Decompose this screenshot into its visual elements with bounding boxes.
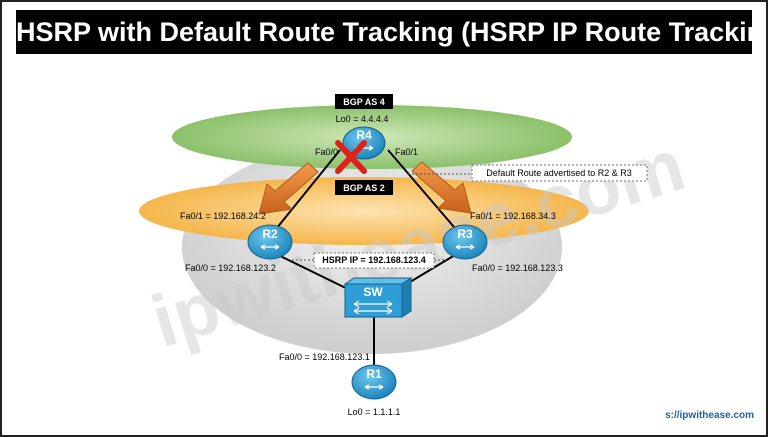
- r2-fa00: Fa0/0 = 192.168.123.2: [185, 263, 276, 273]
- link-r4-r3: [387, 149, 461, 235]
- route-arrow-right: [411, 161, 472, 214]
- link-r2-sw: [271, 251, 359, 295]
- router-r3[interactable]: R3: [442, 224, 488, 260]
- r4-right-interface: Fa0/1: [395, 147, 418, 157]
- bgp-as2-tag: [335, 180, 393, 195]
- r1-loopback: Lo0 = 1.1.1.1: [348, 407, 401, 417]
- switch-name: SW: [363, 285, 383, 299]
- router-arrows-icon: [455, 244, 475, 250]
- default-route-box: [471, 164, 648, 182]
- router-r1[interactable]: R1: [351, 364, 397, 400]
- switch-sw[interactable]: SW: [343, 277, 413, 318]
- link-failure-x-icon: [335, 140, 367, 174]
- route-arrow-left: [258, 162, 319, 215]
- router-arrows-icon: [364, 384, 384, 390]
- switch-arrows-icon: [353, 300, 393, 315]
- router-r2[interactable]: R2: [247, 224, 293, 260]
- router-r1-name: R1: [366, 367, 382, 381]
- hsrp-ip-box: [313, 252, 435, 269]
- router-r4-name: R4: [356, 128, 372, 142]
- router-r2-name: R2: [262, 227, 278, 241]
- r3-fa00: Fa0/0 = 192.168.123.3: [472, 263, 563, 273]
- bgp-as4-tag: [335, 94, 393, 109]
- default-route-note: Default Route advertised to R2 & R3: [486, 168, 632, 178]
- r4-left-interface: Fa0/0: [315, 147, 338, 157]
- router-r3-name: R3: [457, 227, 473, 241]
- site-url[interactable]: s://ipwithease.com: [665, 410, 754, 421]
- router-arrows-icon: [260, 244, 280, 250]
- r3-fa01: Fa0/1 = 192.168.34.3: [470, 211, 556, 221]
- r4-loopback: Lo0 = 4.4.4.4: [336, 114, 389, 124]
- diagram-title: HSRP with Default Route Tracking (HSRP I…: [16, 10, 766, 54]
- hsrp-ip-label: HSRP IP = 192.168.123.4: [322, 255, 426, 265]
- bgp-as2-label: BGP AS 2: [343, 183, 385, 193]
- link-r4-r2: [271, 149, 341, 235]
- r1-fa00: Fa0/0 = 192.168.123.1: [279, 352, 370, 362]
- r2-fa01: Fa0/1 = 192.168.24.2: [180, 211, 266, 221]
- bgp-as4-label: BGP AS 4: [343, 97, 385, 107]
